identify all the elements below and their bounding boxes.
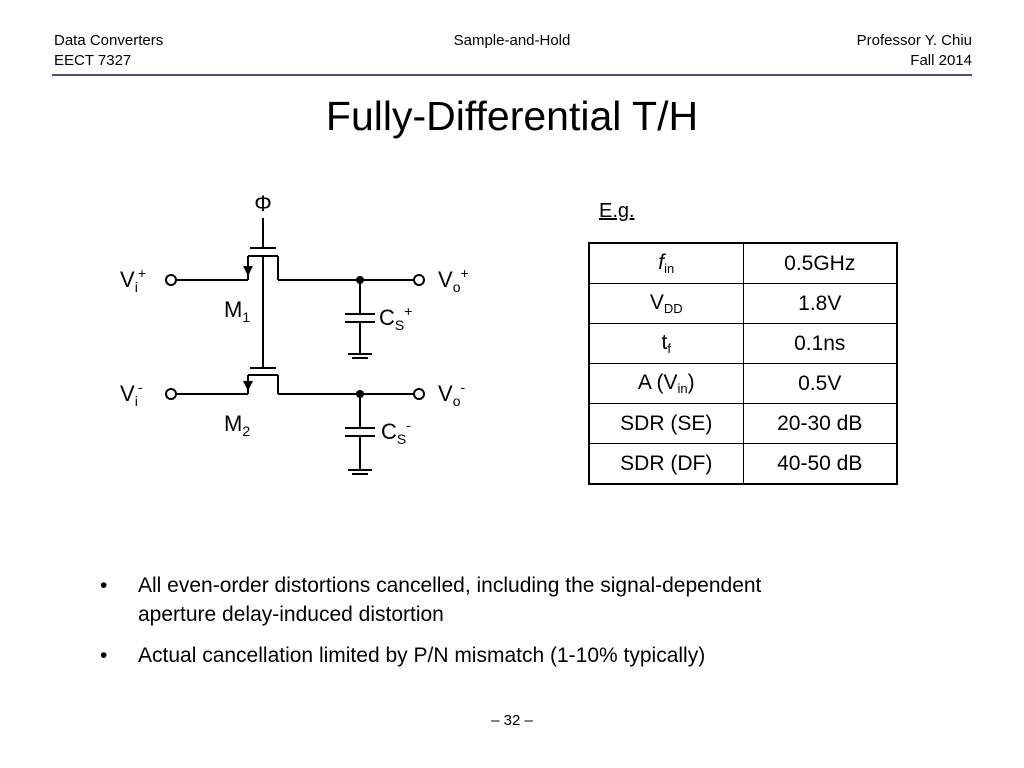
param-subscript: in <box>677 381 688 396</box>
param-subscript: f <box>667 341 671 356</box>
vout-pos-label: Vo+ <box>438 265 469 295</box>
cs-neg-label: CS- <box>381 417 411 447</box>
vin-pos-terminal <box>165 274 177 286</box>
bullet-marker: • <box>100 644 108 667</box>
spec-param: SDR (SE) <box>588 403 744 444</box>
param-subscript: in <box>664 261 675 276</box>
bullet-text: All even-order distortions cancelled, in… <box>138 574 762 597</box>
vin-neg-terminal <box>165 388 177 400</box>
bullet-list: • All even-order distortions cancelled, i… <box>100 571 920 682</box>
slide-title: Fully-Differential T/H <box>325 93 699 139</box>
course-name: Data Converters <box>54 32 164 49</box>
spec-param: fin <box>588 242 744 284</box>
spec-value: 40-50 dB <box>742 443 898 485</box>
spec-value: 20-30 dB <box>742 403 898 444</box>
header-right: Professor Y. Chiu Fall 2014 <box>857 31 972 71</box>
header-divider <box>52 74 972 76</box>
header-left: Data Converters EECT 7327 <box>54 31 163 71</box>
spec-param: A (Vin) <box>588 363 744 404</box>
course-code: EECT 7327 <box>54 52 132 69</box>
param-base: SDR (DF) <box>620 451 713 475</box>
spec-value: 0.1ns <box>742 323 898 364</box>
spec-param: tf <box>588 323 744 364</box>
vin-pos-label: Vi+ <box>120 265 146 295</box>
header-topic: Sample-and-Hold <box>453 32 571 49</box>
vout-neg-node <box>356 390 364 398</box>
m1-label: M1 <box>224 297 250 325</box>
spec-value: 1.8V <box>742 283 898 324</box>
spec-param: SDR (DF) <box>588 443 744 485</box>
m2-label: M2 <box>224 411 250 439</box>
spec-value: 0.5GHz <box>742 242 898 284</box>
clock-label: Φ <box>254 191 272 216</box>
spec-value: 0.5V <box>742 363 898 404</box>
bullet-text-continued: aperture delay-induced distortion <box>138 603 444 626</box>
term: Fall 2014 <box>910 52 972 69</box>
list-item: • All even-order distortions cancelled, i… <box>100 571 920 629</box>
vout-pos-node <box>356 276 364 284</box>
param-subscript: DD <box>663 301 683 316</box>
cs-pos-label: CS+ <box>379 303 412 333</box>
m2-source-arrow <box>243 381 253 391</box>
vout-neg-label: Vo- <box>438 379 465 409</box>
vout-pos-terminal <box>413 274 425 286</box>
page-number: – 32 – <box>491 712 533 729</box>
param-base: A (V <box>637 371 678 394</box>
example-label: E.g. <box>599 200 635 222</box>
param-base: t <box>661 331 668 354</box>
circuit-wires <box>165 218 425 475</box>
vout-neg-terminal <box>413 388 425 400</box>
param-tail: ) <box>687 371 695 394</box>
param-base: V <box>649 291 664 314</box>
spec-param: VDD <box>588 283 744 324</box>
vin-neg-label: Vi- <box>120 379 143 409</box>
list-item: • Actual cancellation limited by P/N mism… <box>100 641 920 670</box>
spec-row: SDR (SE) 20-30 dB <box>588 403 898 444</box>
bullet-text: Actual cancellation limited by P/N misma… <box>138 644 706 667</box>
instructor-name: Professor Y. Chiu <box>856 32 972 49</box>
spec-row: A (Vin)0.5V <box>588 363 898 404</box>
m1-source-arrow <box>243 266 253 276</box>
spec-row: SDR (DF) 40-50 dB <box>588 443 898 485</box>
bullet-marker: • <box>100 574 108 597</box>
param-base: SDR (SE) <box>620 411 713 435</box>
param-base: f <box>658 251 665 274</box>
